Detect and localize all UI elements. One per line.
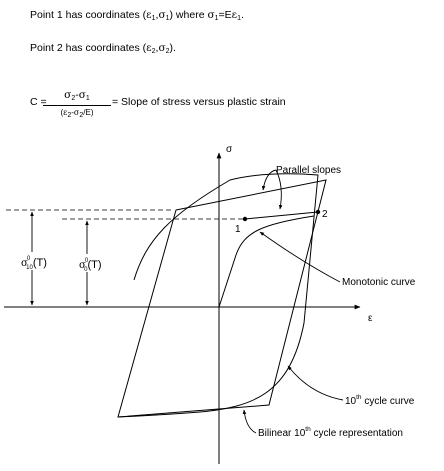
superscript: 0	[85, 258, 89, 264]
sigma10-label: σ0 10(T)	[18, 252, 47, 271]
text-fragment: -	[75, 89, 79, 101]
label-fragment: 10	[345, 396, 357, 407]
subscript: 0	[84, 267, 88, 273]
text-fragment: ,	[155, 42, 159, 54]
subscript: 1	[85, 95, 90, 102]
subscript: 2	[151, 48, 156, 55]
epsilon-axis-label: ε	[368, 313, 373, 324]
superscript: 0	[27, 256, 31, 262]
sigma-symbol: σ	[158, 42, 166, 54]
epsilon-symbol: ε	[63, 108, 68, 117]
label-background	[76, 254, 104, 272]
sigma-symbol: σ	[79, 260, 86, 271]
parallel-slopes-arrow-upper	[261, 169, 277, 191]
superscript: th	[305, 426, 311, 433]
monotonic-curve	[218, 215, 315, 308]
fraction-numerator: σ2-σ1	[43, 89, 111, 105]
parallel-slopes-arrow-lower	[275, 169, 283, 210]
subscript: 10	[26, 265, 33, 271]
subscript: 2	[67, 112, 72, 119]
point-2-label: 2	[322, 209, 328, 220]
sigma-symbol: σ	[21, 258, 28, 269]
sigma-axis-label: σ	[226, 144, 233, 155]
text-fragment: ) where	[169, 9, 208, 21]
label-fragment: Bilinear 10	[258, 428, 306, 439]
subscript: 1	[237, 15, 242, 22]
epsilon-symbol: ε	[231, 9, 238, 21]
label-tail: (T)	[88, 259, 102, 271]
text-fragment: .	[241, 9, 244, 21]
label-fragment: cycle representation	[311, 428, 403, 439]
point1-definition: Point 1 has coordinates (ε1,σ1) where σ1…	[30, 9, 244, 22]
text-fragment: /E)	[83, 108, 94, 117]
point-1-label: 1	[235, 224, 241, 235]
sigma-symbol: σ	[207, 9, 215, 21]
label-tail: (T)	[33, 257, 47, 269]
superscript: th	[356, 394, 362, 401]
point-1-marker	[242, 216, 248, 222]
sigma0-text: σ0 0(T)	[79, 258, 102, 273]
sigma-symbol: σ	[158, 9, 166, 21]
monotonic-curve-arrow	[259, 231, 341, 283]
sigma-symbol: σ	[78, 89, 86, 101]
formula-fraction: σ2-σ1 (ε2-σ2/E)	[43, 89, 111, 122]
subscript: 1	[214, 15, 219, 22]
epsilon-symbol: ε	[146, 42, 152, 54]
text-fragment: ,	[155, 9, 159, 21]
sigma10-text: σ0 10(T)	[21, 256, 47, 271]
subscript: 1	[151, 15, 156, 22]
point-2-marker	[315, 209, 321, 215]
monotonic-curve-label: Monotonic curve	[342, 277, 416, 288]
subscript: 2	[79, 112, 84, 119]
tenth-cycle-curve-label: 10th cycle curve	[345, 394, 415, 407]
text-fragment: =E	[218, 9, 232, 21]
bilinear-representation-arrow	[242, 409, 257, 434]
text-fragment: (	[60, 108, 64, 117]
bilinear-representation-label: Bilinear 10th cycle representation	[258, 426, 403, 439]
text-fragment: Point 1 has coordinates (	[30, 9, 147, 21]
parallel-slopes-label: Parallel slopes	[276, 165, 341, 176]
subscript: 1	[165, 15, 170, 22]
subscript: 2	[165, 48, 170, 55]
sigma0-label: σ0 0(T)	[76, 254, 104, 273]
fraction-denominator: (ε2-σ2/E)	[43, 105, 111, 122]
subscript: 2	[71, 95, 76, 102]
label-fragment: cycle curve	[362, 396, 415, 407]
sigma-symbol: σ	[64, 89, 72, 101]
bilinear-10th-cycle-loop	[117, 179, 327, 418]
label-background	[18, 252, 46, 270]
point2-definition: Point 2 has coordinates (ε2,σ2).	[30, 42, 176, 55]
tenth-cycle-curve	[117, 173, 319, 418]
epsilon-symbol: ε	[146, 9, 152, 21]
tenth-cycle-curve-arrow	[287, 365, 344, 401]
formula-lhs: C =	[30, 96, 47, 108]
text-fragment: ).	[169, 42, 176, 54]
sigma-symbol: σ	[73, 108, 80, 117]
text-fragment: Point 2 has coordinates (	[30, 42, 147, 54]
bilinear-monotonic-segment	[244, 211, 319, 220]
formula-rhs: = Slope of stress versus plastic strain	[112, 96, 286, 108]
text-fragment: -	[71, 108, 74, 117]
